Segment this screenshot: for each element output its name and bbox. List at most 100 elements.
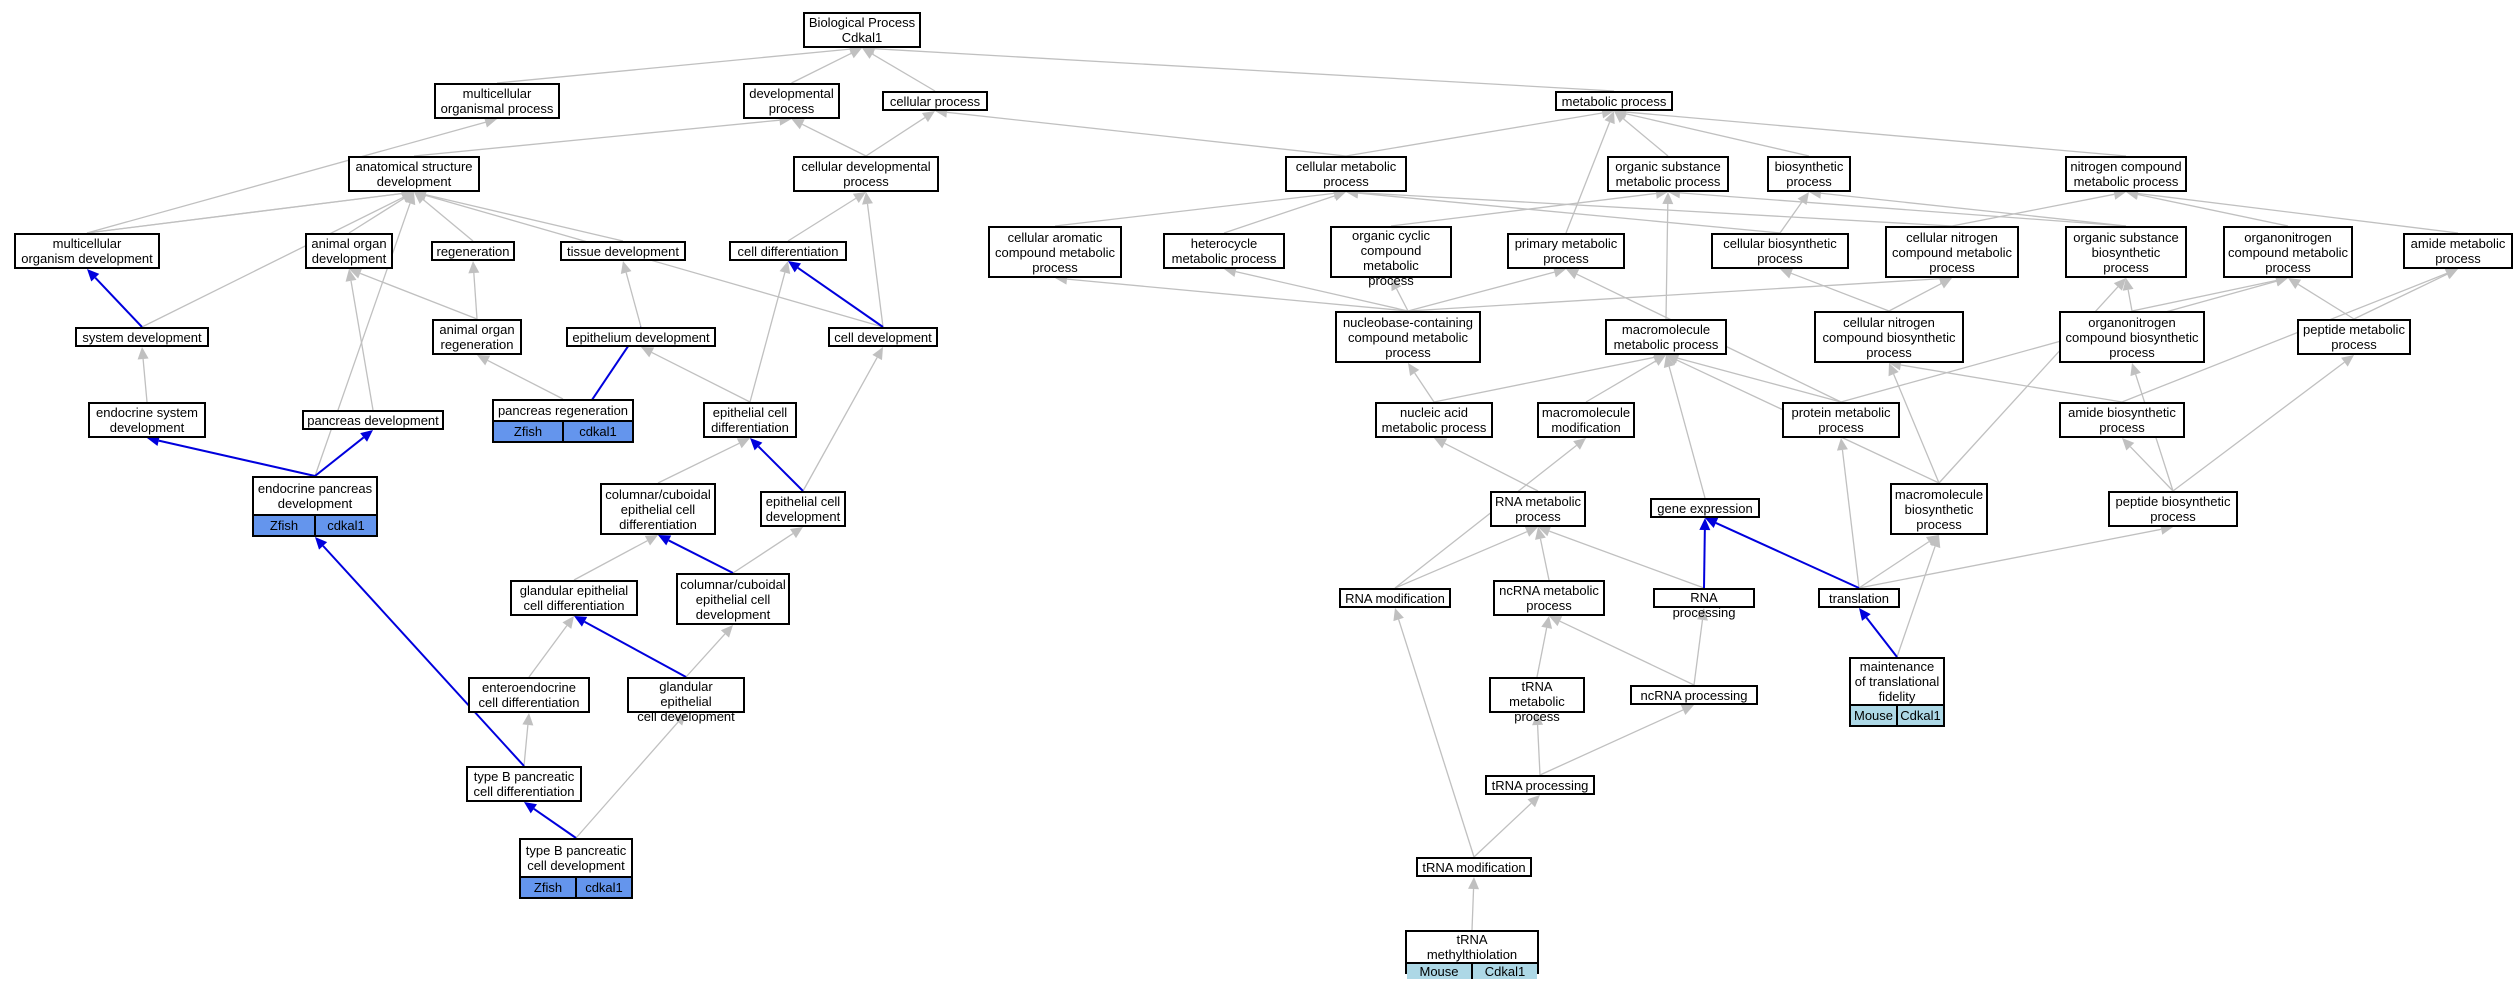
go-term-bp[interactable]: Biological Process Cdkal1 bbox=[803, 12, 921, 48]
grey-edge-79 bbox=[1858, 541, 1930, 589]
grey-edge-56 bbox=[1677, 357, 1842, 403]
go-term-macromolecule-modification[interactable]: macromolecule modification bbox=[1537, 402, 1635, 438]
go-term-label: maintenance of translational fidelity bbox=[1854, 659, 1940, 704]
go-term-translation[interactable]: translation bbox=[1818, 588, 1900, 608]
go-term-label: organonitrogen compound metabolic proces… bbox=[2228, 229, 2348, 275]
grey-arrowhead-48 bbox=[137, 347, 149, 360]
go-term-glandular-epithelial-differentiation[interactable]: glandular epithelial cell differentiatio… bbox=[510, 580, 638, 616]
grey-edge-33 bbox=[473, 272, 478, 320]
grey-edge-87 bbox=[523, 724, 529, 767]
go-term-endocrine-system-development[interactable]: endocrine system development bbox=[88, 402, 206, 438]
go-term-label: glandular epithelial cell differentiatio… bbox=[519, 583, 629, 613]
go-term-cellular-biosynthetic-process[interactable]: cellular biosynthetic process bbox=[1711, 233, 1849, 269]
go-term-biosynthetic-process[interactable]: biosynthetic process bbox=[1767, 156, 1851, 192]
grey-arrowhead-75 bbox=[1573, 438, 1586, 450]
go-term-peptide-metabolic-process[interactable]: peptide metabolic process bbox=[2297, 319, 2411, 355]
grey-arrowhead-13 bbox=[483, 116, 497, 128]
grey-edge-75 bbox=[1394, 444, 1577, 589]
go-term-trna-metabolic-process[interactable]: tRNA metabolic process bbox=[1489, 677, 1585, 724]
grey-edge-29 bbox=[2137, 193, 2289, 227]
go-term-nitrogen-compound-metabolic-process[interactable]: nitrogen compound metabolic process bbox=[2065, 156, 2187, 192]
go-term-heterocycle-metabolic-process[interactable]: heterocycle metabolic process bbox=[1163, 233, 1285, 269]
go-term-organonitrogen-compound-biosynthetic[interactable]: organonitrogen compound biosynthetic pro… bbox=[2059, 311, 2205, 363]
go-term-cellular-nitrogen-compound-biosynthetic[interactable]: cellular nitrogen compound biosynthetic … bbox=[1814, 311, 1964, 363]
go-term-columnar-cuboidal-development[interactable]: columnar/cuboidal epithelial cell develo… bbox=[676, 573, 790, 625]
go-term-multicellular-organism-development[interactable]: multicellular organism development bbox=[14, 233, 160, 269]
go-term-type-b-differentiation[interactable]: type B pancreatic cell differentiation bbox=[466, 766, 582, 802]
go-term-multicellular-organismal-process[interactable]: multicellular organismal process bbox=[434, 83, 560, 119]
grey-edge-73 bbox=[732, 533, 794, 574]
go-term-cellular-metabolic-process[interactable]: cellular metabolic process bbox=[1285, 156, 1407, 192]
go-term-developmental-process[interactable]: developmental process bbox=[743, 83, 840, 119]
go-term-ncrna-processing[interactable]: ncRNA processing bbox=[1630, 685, 1758, 705]
go-term-rna-metabolic-process[interactable]: RNA metabolic process bbox=[1490, 491, 1586, 527]
go-term-organonitrogen-compound-metabolic[interactable]: organonitrogen compound metabolic proces… bbox=[2223, 226, 2353, 278]
grey-edge-35 bbox=[425, 194, 884, 328]
go-term-system-development[interactable]: system development bbox=[75, 327, 209, 347]
grey-edge-16 bbox=[422, 199, 474, 242]
blue-edge-7 bbox=[584, 620, 687, 678]
go-term-amide-biosynthetic-process[interactable]: amide biosynthetic process bbox=[2059, 402, 2185, 438]
grey-edge-62 bbox=[657, 442, 740, 484]
go-term-label: ncRNA processing bbox=[1640, 687, 1748, 703]
go-term-cellular-aromatic[interactable]: cellular aromatic compound metabolic pro… bbox=[988, 226, 1122, 278]
go-term-organic-substance-metabolic-process[interactable]: organic substance metabolic process bbox=[1607, 156, 1729, 192]
grey-edge-61 bbox=[314, 203, 411, 477]
grey-edge-21 bbox=[1357, 192, 1781, 234]
go-term-nucleobase-containing[interactable]: nucleobase-containing compound metabolic… bbox=[1335, 311, 1481, 363]
blue-arrowhead-8 bbox=[1699, 518, 1711, 531]
go-term-regeneration[interactable]: regeneration bbox=[431, 241, 515, 261]
go-term-anatomical-structure-development[interactable]: anatomical structure development bbox=[348, 156, 480, 192]
go-term-epithelial-cell-development[interactable]: epithelial cell development bbox=[760, 491, 846, 527]
grey-edge-74 bbox=[1394, 531, 1528, 589]
go-term-cellular-process[interactable]: cellular process bbox=[882, 91, 988, 111]
go-term-cellular-developmental-process[interactable]: cellular developmental process bbox=[793, 156, 939, 192]
go-term-columnar-cuboidal-differentiation[interactable]: columnar/cuboidal epithelial cell differ… bbox=[600, 483, 716, 535]
go-term-trna-modification[interactable]: tRNA modification bbox=[1416, 857, 1532, 877]
go-term-ncrna-metabolic-process[interactable]: ncRNA metabolic process bbox=[1493, 580, 1605, 616]
go-term-amide-metabolic-process[interactable]: amide metabolic process bbox=[2403, 233, 2513, 269]
go-term-organic-cyclic[interactable]: organic cyclic compound metabolic proces… bbox=[1330, 226, 1452, 288]
grey-arrowhead-39 bbox=[1391, 278, 1402, 292]
grey-edge-45 bbox=[2131, 279, 2277, 312]
go-term-label: tRNA processing bbox=[1491, 777, 1589, 793]
go-term-label: primary metabolic process bbox=[1514, 236, 1618, 266]
go-term-trna-processing[interactable]: tRNA processing bbox=[1485, 775, 1595, 795]
grey-arrowhead-42 bbox=[1780, 268, 1794, 279]
go-term-rna-modification[interactable]: RNA modification bbox=[1339, 588, 1451, 608]
go-term-pancreas-development[interactable]: pancreas development bbox=[302, 410, 444, 430]
go-term-epithelium-development[interactable]: epithelium development bbox=[566, 327, 716, 347]
go-term-label: macromolecule modification bbox=[1541, 405, 1631, 435]
go-term-organic-substance-biosynthetic[interactable]: organic substance biosynthetic process bbox=[2065, 226, 2187, 278]
go-term-animal-organ-development[interactable]: animal organ development bbox=[305, 233, 393, 269]
gene-label: cdkal1 bbox=[314, 516, 376, 535]
go-term-cell-development[interactable]: cell development bbox=[828, 327, 938, 347]
grey-arrowhead-79 bbox=[1925, 535, 1939, 547]
go-term-animal-organ-regeneration[interactable]: animal organ regeneration bbox=[432, 319, 522, 355]
go-term-cellular-nitrogen-compound-metabolic[interactable]: cellular nitrogen compound metabolic pro… bbox=[1885, 226, 2019, 278]
go-term-glandular-epithelial-development[interactable]: glandular epithelial cell development bbox=[627, 677, 745, 724]
go-term-nucleic-acid-metabolic-process[interactable]: nucleic acid metabolic process bbox=[1375, 402, 1493, 438]
go-term-gene-expression[interactable]: gene expression bbox=[1650, 498, 1760, 518]
go-term-protein-metabolic-process[interactable]: protein metabolic process bbox=[1782, 402, 1900, 438]
grey-edge-40 bbox=[1407, 271, 1555, 312]
go-term-primary-metabolic-process[interactable]: primary metabolic process bbox=[1507, 233, 1625, 269]
go-term-macromolecule-metabolic-process[interactable]: macromolecule metabolic process bbox=[1605, 319, 1727, 355]
go-term-metabolic-process[interactable]: metabolic process bbox=[1555, 91, 1673, 111]
go-term-label: type B pancreatic cell differentiation bbox=[473, 769, 575, 799]
go-term-enteroendocrine-differentiation[interactable]: enteroendocrine cell differentiation bbox=[468, 677, 590, 713]
go-term-macromolecule-biosynthetic-process[interactable]: macromolecule biosynthetic process bbox=[1890, 483, 1988, 535]
go-term-label: peptide metabolic process bbox=[2303, 322, 2405, 352]
go-term-rna-processing[interactable]: RNA processing bbox=[1653, 588, 1755, 620]
go-term-cell-differentiation[interactable]: cell differentiation bbox=[729, 241, 847, 261]
grey-edge-8 bbox=[1345, 112, 1603, 157]
go-term-epithelial-cell-differentiation[interactable]: epithelial cell differentiation bbox=[703, 402, 797, 438]
go-term-peptide-biosynthetic-process[interactable]: peptide biosynthetic process bbox=[2108, 491, 2238, 527]
go-term-tissue-development[interactable]: tissue development bbox=[560, 241, 686, 261]
